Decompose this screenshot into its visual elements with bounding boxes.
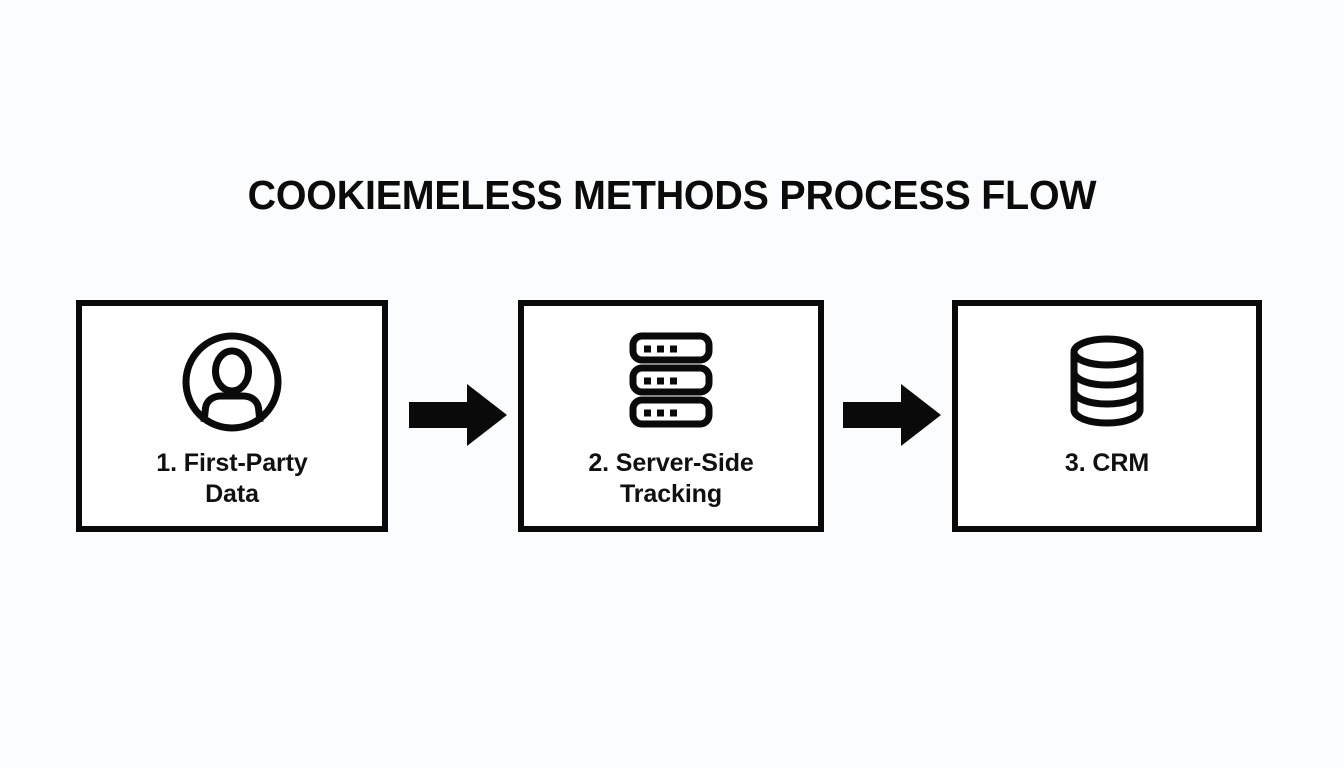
user-avatar-icon [180,330,284,434]
step-box-server-side-tracking[interactable]: 2. Server-Side Tracking [518,300,824,532]
server-stack-icon [619,330,723,434]
step-box-crm[interactable]: 3. CRM [952,300,1262,532]
database-cylinder-icon [1055,330,1159,434]
arrow-step1-to-step2-icon [409,384,507,446]
arrow-step2-to-step3-icon [843,384,941,446]
step-box-first-party-data[interactable]: 1. First-Party Data [76,300,388,532]
step-label-first-party-data: 1. First-Party Data [156,449,308,508]
page-title: COOKIEMELESS METHODS PROCESS FLOW [247,172,1097,218]
process-flow-row: 1. First-Party Data [76,300,1262,532]
step-label-server-side-tracking: 2. Server-Side Tracking [588,449,754,508]
step-label-crm: 3. CRM [1064,449,1150,477]
